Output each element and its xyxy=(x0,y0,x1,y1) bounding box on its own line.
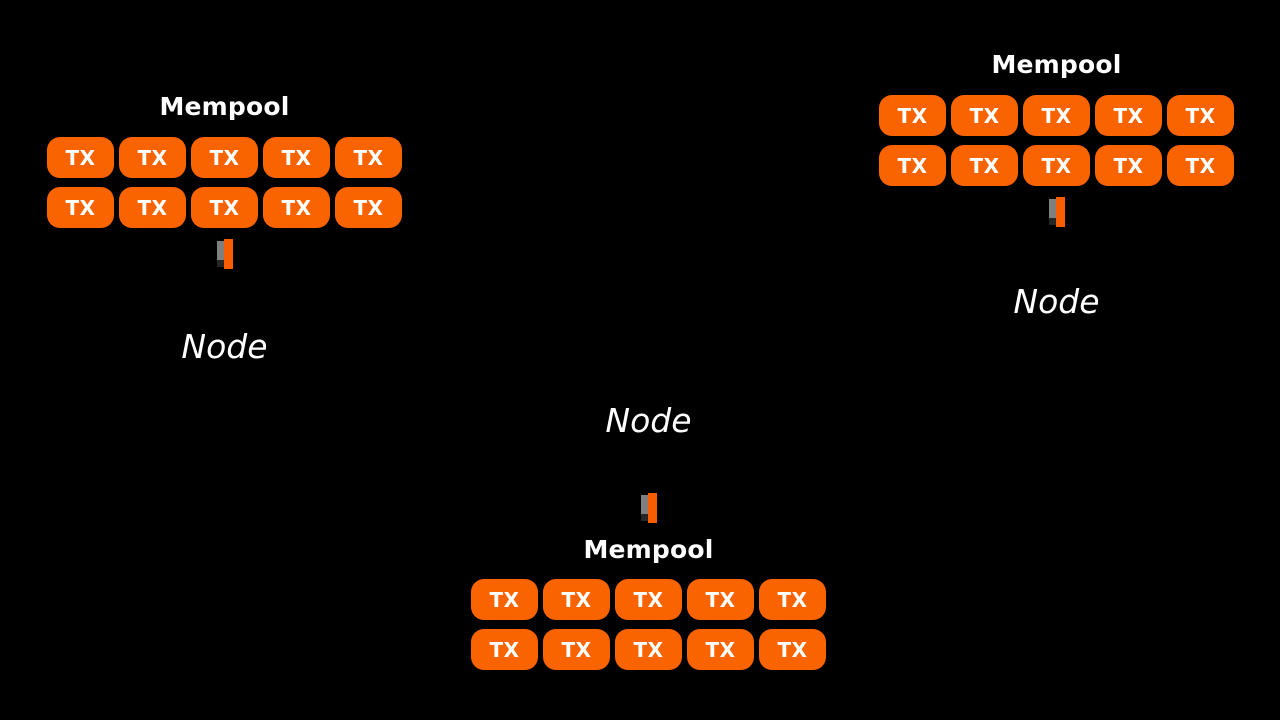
tx-pill[interactable]: TX xyxy=(1095,95,1162,136)
tx-pill[interactable]: TX xyxy=(47,187,114,228)
tx-pill[interactable]: TX xyxy=(759,579,826,620)
tx-pill[interactable]: TX xyxy=(191,187,258,228)
tx-pill[interactable]: TX xyxy=(543,629,610,670)
tx-pill[interactable]: TX xyxy=(335,187,402,228)
chain-block-orange-icon xyxy=(223,239,233,269)
tx-pill[interactable]: TX xyxy=(615,579,682,620)
mempool-tx-grid: TX TX TX TX TX TX TX TX TX TX xyxy=(879,95,1234,186)
mempool-title: Mempool xyxy=(583,535,714,564)
tx-pill[interactable]: TX xyxy=(1023,145,1090,186)
node-label: Node xyxy=(1013,282,1100,321)
mempool-tx-grid: TX TX TX TX TX TX TX TX TX TX xyxy=(471,579,826,670)
chain-block-orange-icon xyxy=(1055,197,1065,227)
tx-pill[interactable]: TX xyxy=(1167,95,1234,136)
tx-pill[interactable]: TX xyxy=(615,629,682,670)
node-label: Node xyxy=(605,401,692,440)
tx-pill[interactable]: TX xyxy=(263,137,330,178)
chain-block-gray-icon xyxy=(1048,199,1056,225)
blockchain-icon xyxy=(216,239,233,269)
tx-pill[interactable]: TX xyxy=(119,187,186,228)
tx-pill[interactable]: TX xyxy=(47,137,114,178)
tx-pill[interactable]: TX xyxy=(471,579,538,620)
tx-pill[interactable]: TX xyxy=(1095,145,1162,186)
tx-pill[interactable]: TX xyxy=(879,145,946,186)
tx-pill[interactable]: TX xyxy=(1023,95,1090,136)
node-group-left: Mempool TX TX TX TX TX TX TX TX TX TX xyxy=(47,94,402,363)
tx-row: TX TX TX TX TX xyxy=(471,579,826,620)
tx-pill[interactable]: TX xyxy=(687,629,754,670)
tx-pill[interactable]: TX xyxy=(951,145,1018,186)
tx-pill[interactable]: TX xyxy=(687,579,754,620)
tx-pill[interactable]: TX xyxy=(1167,145,1234,186)
mempool-tx-grid: TX TX TX TX TX TX TX TX TX TX xyxy=(47,137,402,228)
blockchain-icon xyxy=(1048,197,1065,227)
blockchain-icon xyxy=(640,493,657,523)
chain-block-dark-icon xyxy=(640,514,648,521)
tx-pill[interactable]: TX xyxy=(879,95,946,136)
chain-block-orange-icon xyxy=(647,493,657,523)
tx-row: TX TX TX TX TX xyxy=(471,629,826,670)
node-label: Node xyxy=(181,327,268,366)
chain-block-dark-icon xyxy=(1048,218,1056,225)
tx-pill[interactable]: TX xyxy=(335,137,402,178)
chain-block-gray-icon xyxy=(216,241,224,267)
tx-row: TX TX TX TX TX xyxy=(879,145,1234,186)
node-group-right: Mempool TX TX TX TX TX TX TX TX TX TX xyxy=(879,52,1234,318)
tx-pill[interactable]: TX xyxy=(263,187,330,228)
mempool-title: Mempool xyxy=(991,50,1122,79)
tx-pill[interactable]: TX xyxy=(191,137,258,178)
tx-pill[interactable]: TX xyxy=(759,629,826,670)
chain-block-dark-icon xyxy=(216,260,224,267)
tx-pill[interactable]: TX xyxy=(471,629,538,670)
tx-pill[interactable]: TX xyxy=(119,137,186,178)
node-group-center: Node Mempool TX TX TX TX TX TX TX TX TX xyxy=(471,404,826,670)
mempool-title: Mempool xyxy=(159,92,290,121)
tx-pill[interactable]: TX xyxy=(543,579,610,620)
tx-row: TX TX TX TX TX xyxy=(47,187,402,228)
tx-row: TX TX TX TX TX xyxy=(47,137,402,178)
chain-block-gray-icon xyxy=(640,495,648,521)
tx-row: TX TX TX TX TX xyxy=(879,95,1234,136)
tx-pill[interactable]: TX xyxy=(951,95,1018,136)
